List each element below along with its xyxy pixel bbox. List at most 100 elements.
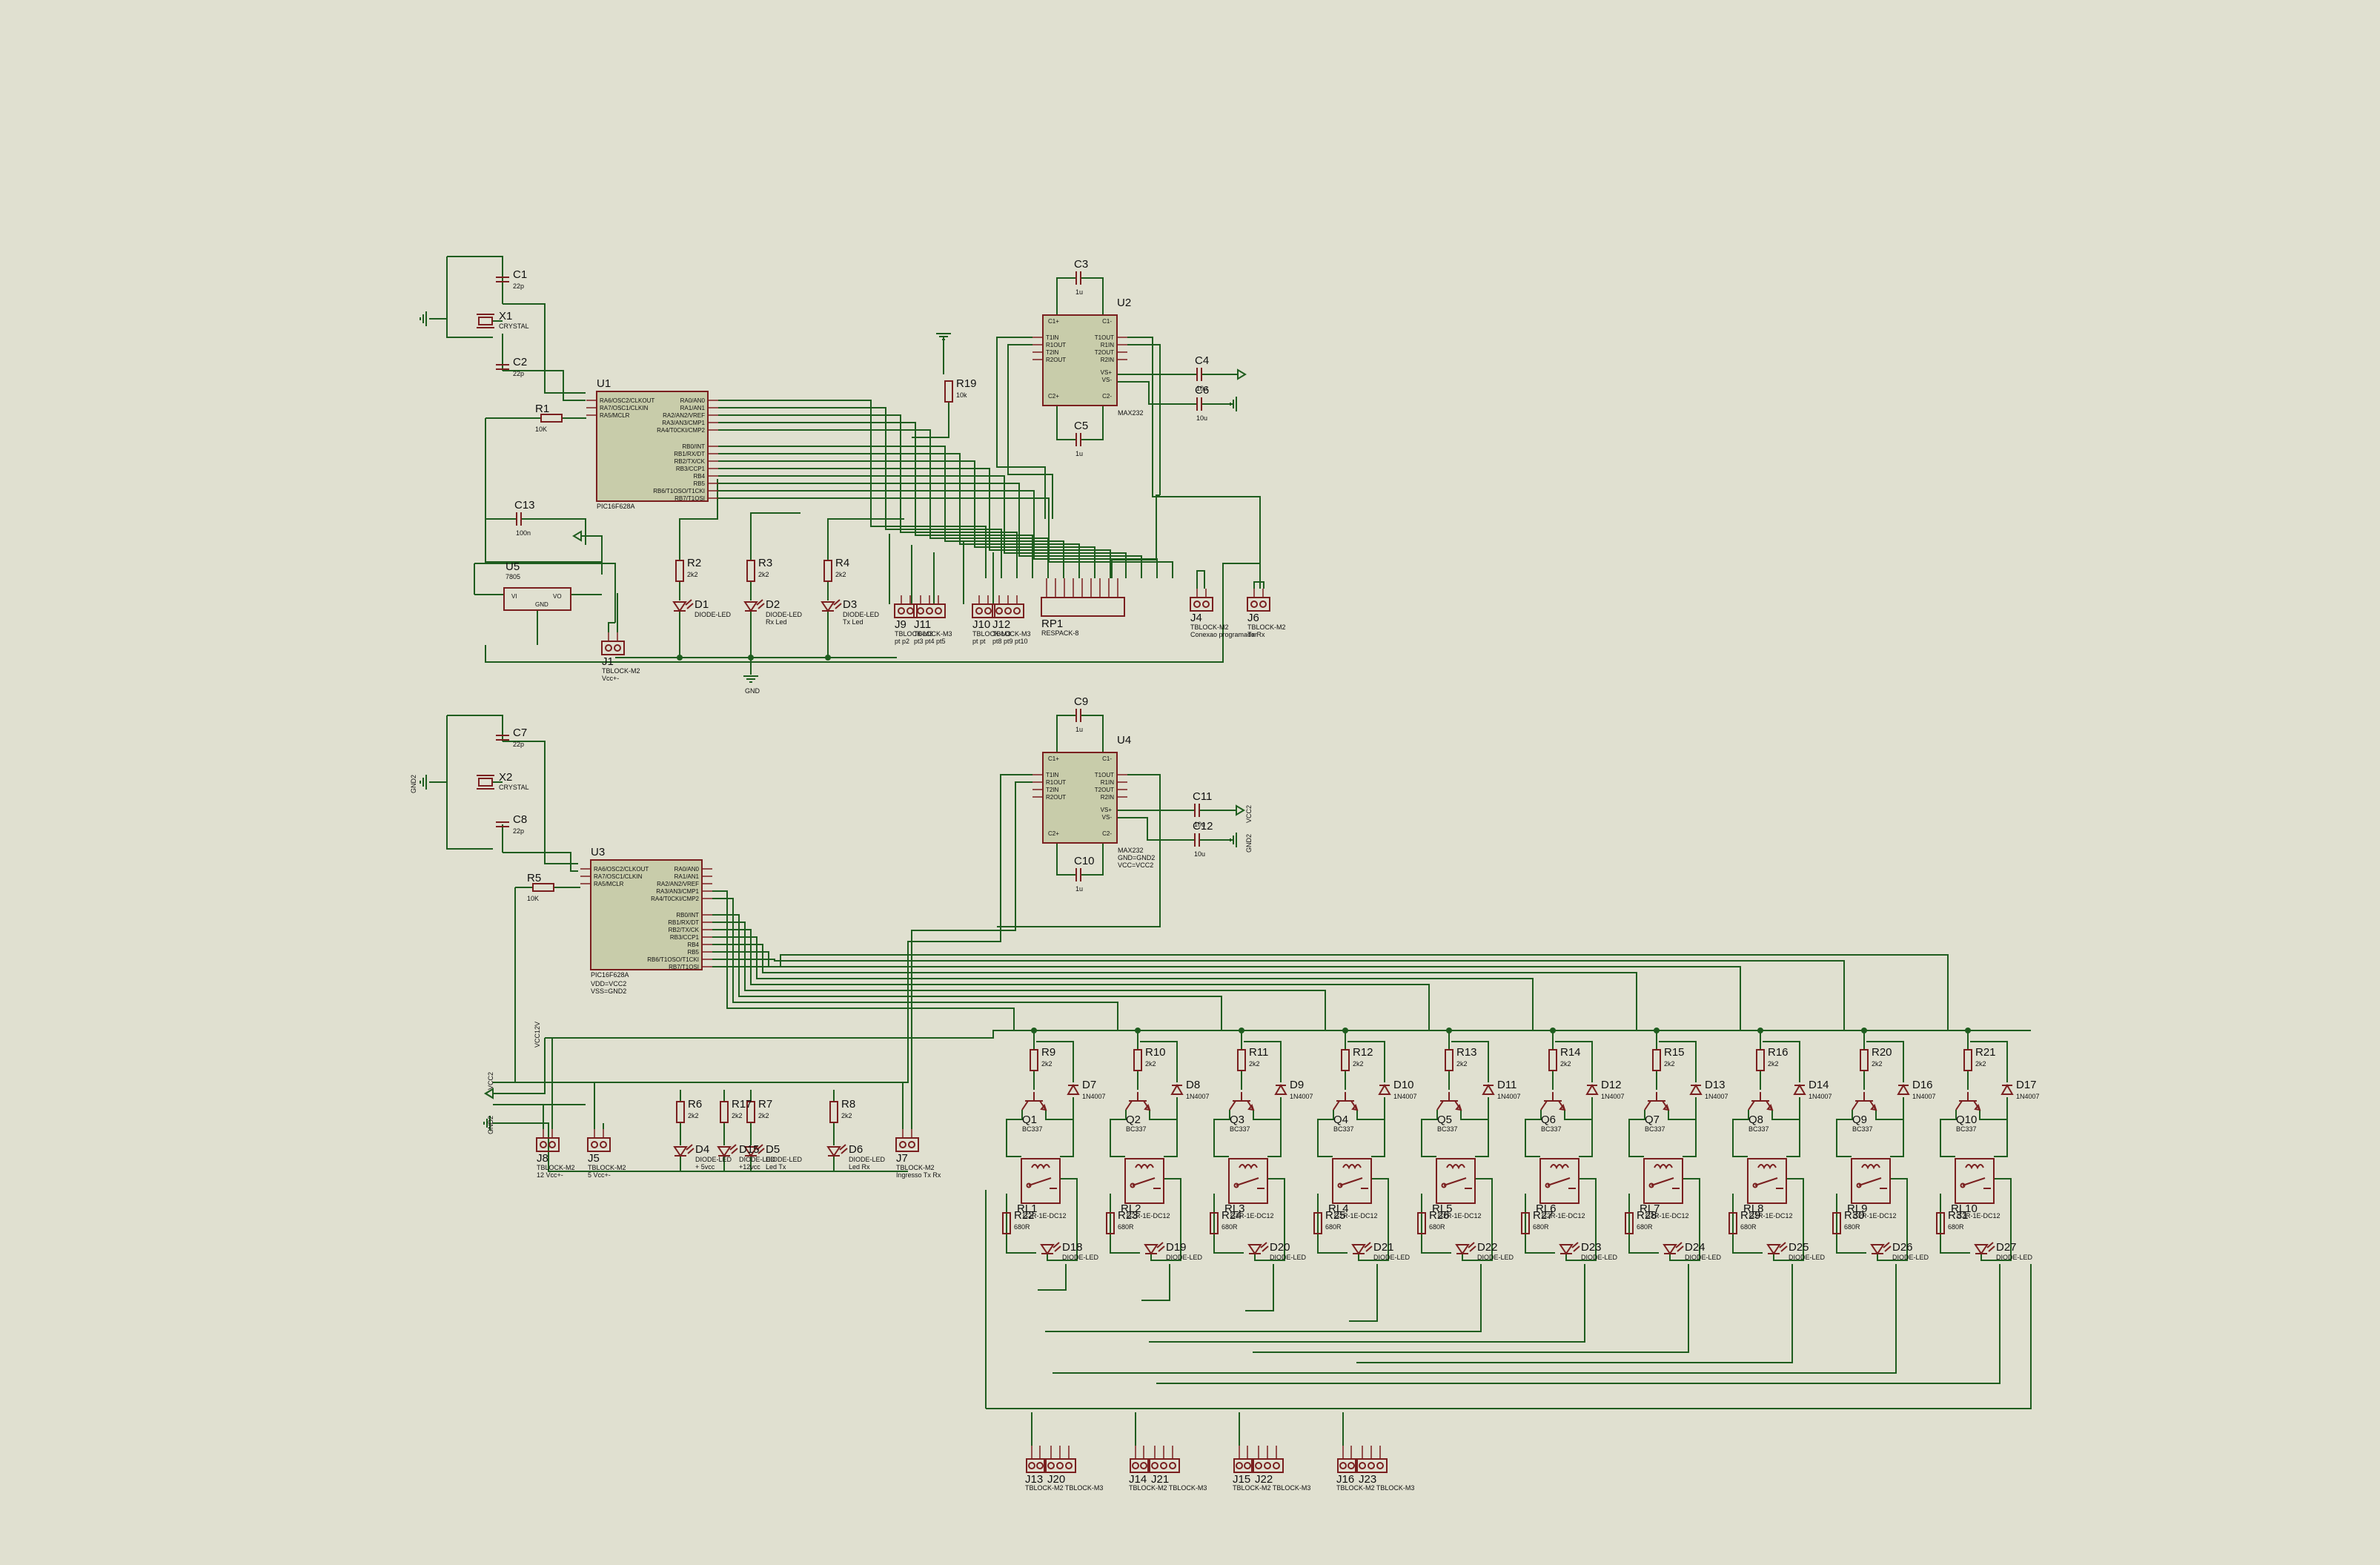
capacitor-c12-value: 10u xyxy=(1194,850,1205,858)
wire-j1 xyxy=(608,622,615,632)
led-d24-value: DIODE-LED xyxy=(1685,1254,1722,1261)
relay-rl7-value: G2R-1E-DC12 xyxy=(1645,1212,1689,1220)
wire-ch xyxy=(1462,1178,1493,1261)
capacitor-c3 xyxy=(1075,271,1081,285)
relay-rl10-ref: RL10 xyxy=(1951,1202,1978,1215)
ic-u2-pin-label: R1OUT xyxy=(1046,342,1066,348)
diode-d12-ref: D12 xyxy=(1601,1079,1622,1091)
led-d6 xyxy=(826,1144,848,1157)
wire-ch xyxy=(1036,1041,1074,1082)
wire-bus-u3 xyxy=(712,954,1949,1030)
resistor-r23-value: 680R xyxy=(1118,1223,1134,1231)
wire-out xyxy=(1038,1264,1067,1291)
ic-u3-pin-label: RB2/TX/CK xyxy=(669,927,700,933)
transistor-q5 xyxy=(1436,1092,1462,1111)
resistor-r6 xyxy=(676,1101,685,1123)
regulator-u5-pin: VO xyxy=(553,593,562,600)
ic-u3-pin-label: RB5 xyxy=(687,949,699,956)
diode-d12-value: 1N4007 xyxy=(1601,1093,1625,1100)
wire-ch xyxy=(1149,1097,1178,1120)
ic-u1-pin-label: RA0/AN0 xyxy=(680,397,706,404)
led-d2 xyxy=(743,599,765,612)
resistor-r12-value: 2k2 xyxy=(1353,1060,1364,1068)
ic-u4-value: MAX232 xyxy=(1118,847,1144,854)
resistor-r23 xyxy=(1106,1212,1115,1234)
resistor-r5-ref: R5 xyxy=(527,872,541,884)
ic-u2 xyxy=(1042,314,1118,406)
wire-ch xyxy=(1267,1119,1282,1157)
capacitor-c6-value: 10u xyxy=(1196,414,1207,422)
led-d25-value: DIODE-LED xyxy=(1789,1254,1826,1261)
transistor-q9-ref: Q9 xyxy=(1852,1114,1867,1126)
ic-u1-pin-label: RB3/CCP1 xyxy=(676,466,706,472)
capacitor-c1-value: 22p xyxy=(513,282,524,290)
capacitor-c7 xyxy=(496,735,509,741)
ic-u3-pin-label: RA1/AN1 xyxy=(674,873,700,880)
ic-u2-pin-label: R2OUT xyxy=(1046,357,1066,363)
resistor-r11 xyxy=(1237,1049,1246,1071)
wire-max-b3 xyxy=(997,774,1161,927)
diode-d13-value: 1N4007 xyxy=(1705,1093,1728,1100)
ic-u2-pin-label: C2- xyxy=(1102,393,1112,400)
ic-u3-pin-label: RB7/T1OSI xyxy=(669,964,699,970)
diode-d13 xyxy=(1689,1084,1703,1095)
ground-osc-bot xyxy=(420,775,427,790)
led-d19-value: DIODE-LED xyxy=(1166,1254,1203,1261)
ic-u3-pin-label: RA5/MCLR xyxy=(594,881,624,887)
transistor-q1-ref: Q1 xyxy=(1022,1114,1037,1126)
terminal-j12-ref: J12 xyxy=(992,618,1010,631)
terminal-j10-value: TBLOCK-M3 xyxy=(972,630,1011,638)
ic-u3-pin-label: RB1/RX/DT xyxy=(668,919,699,926)
wire-osc xyxy=(447,256,503,304)
ic-u1-pin-label: RB4 xyxy=(693,473,705,480)
wire-bus-u1 xyxy=(718,460,1095,578)
relay-rl9-ref: RL9 xyxy=(1847,1202,1868,1215)
resistor-r20 xyxy=(1860,1049,1869,1071)
resistor-r29-ref: R29 xyxy=(1740,1209,1761,1222)
terminal-j12 xyxy=(992,595,1024,618)
terminal-j11-value: TBLOCK-M3 xyxy=(914,630,952,638)
wire-ch xyxy=(1213,1110,1230,1157)
ic-u3-ref: U3 xyxy=(591,846,605,858)
resistor-pack-rp1 xyxy=(1041,597,1125,617)
led-d18-value: DIODE-LED xyxy=(1062,1254,1099,1261)
wire-ch xyxy=(1979,1097,2008,1120)
led-d24 xyxy=(1663,1242,1684,1255)
resistor-r9-value: 2k2 xyxy=(1041,1060,1053,1068)
wire-j4 xyxy=(1196,570,1205,589)
capacitor-c10 xyxy=(1075,868,1081,881)
terminal-j14-ref: J14 xyxy=(1129,1473,1147,1486)
regulator-u5-pin: GND xyxy=(535,601,548,608)
wire-osc-b xyxy=(503,852,578,872)
resistor-r5 xyxy=(532,883,554,892)
diode-d9 xyxy=(1274,1084,1287,1095)
resistor-r23-ref: R23 xyxy=(1118,1209,1138,1222)
resistor-r31-value: 680R xyxy=(1948,1223,1964,1231)
resistor-r20-ref: R20 xyxy=(1872,1046,1892,1059)
wire-ch xyxy=(1555,1041,1593,1082)
led-d27 xyxy=(1974,1242,1995,1255)
terminal-j9 xyxy=(894,595,918,618)
wire-ch xyxy=(1045,1097,1074,1120)
wire-c3 xyxy=(1056,277,1076,315)
terminal-pair-j15 xyxy=(1233,1446,1284,1473)
terminal-j4-label: Conexao programador xyxy=(1190,631,1257,638)
net-label-gnd2-u4: GND2 xyxy=(1245,834,1253,853)
transistor-q8 xyxy=(1748,1092,1774,1111)
transistor-q9-value: BC337 xyxy=(1852,1125,1873,1133)
resistor-r31 xyxy=(1936,1212,1945,1234)
capacitor-c13-ref: C13 xyxy=(514,499,535,512)
wire-ch xyxy=(1356,1097,1385,1120)
capacitor-c5-ref: C5 xyxy=(1074,420,1088,432)
resistor-r21-value: 2k2 xyxy=(1975,1060,1986,1068)
resistor-r2-ref: R2 xyxy=(687,557,701,569)
ic-u3-pin-label: RB6/T1OSO/T1CKI xyxy=(647,956,699,963)
relay-rl1-ref: RL1 xyxy=(1017,1202,1038,1215)
relay-rl5-ref: RL5 xyxy=(1432,1202,1453,1215)
transistor-q10 xyxy=(1955,1092,1981,1111)
led-d5-label: Led Tx xyxy=(766,1163,786,1171)
resistor-r8-ref: R8 xyxy=(841,1098,855,1111)
wire-bus-u1 xyxy=(718,483,1142,578)
terminal-j4 xyxy=(1190,589,1213,612)
